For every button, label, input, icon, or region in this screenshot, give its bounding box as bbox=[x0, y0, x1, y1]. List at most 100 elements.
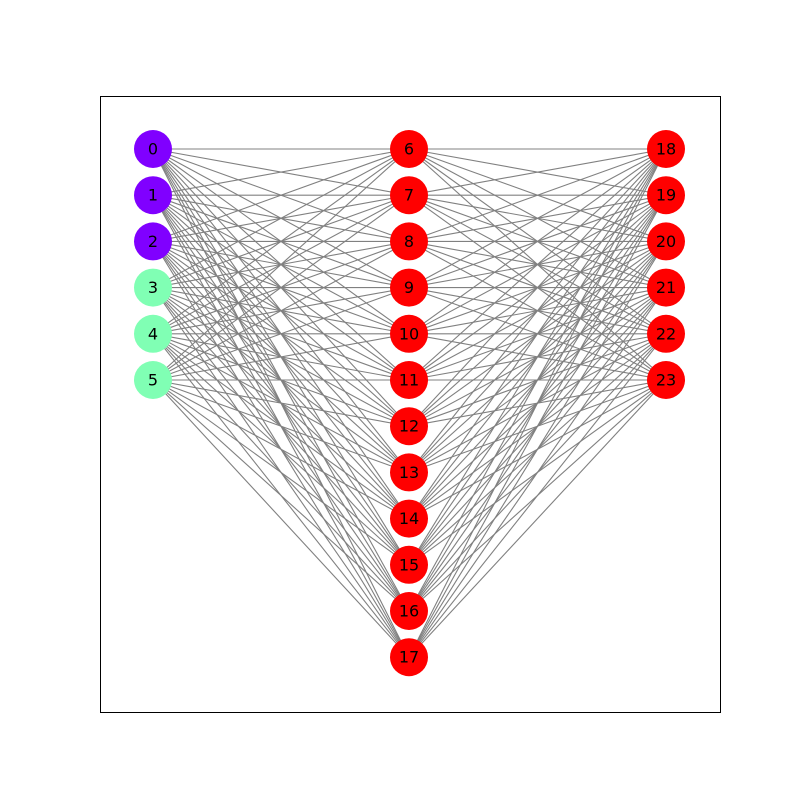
node-label: 1 bbox=[148, 186, 158, 205]
node-label: 21 bbox=[656, 278, 676, 297]
node-circle bbox=[390, 314, 428, 353]
node-12: 12 bbox=[390, 407, 428, 446]
node-label: 11 bbox=[399, 371, 419, 390]
node-circle bbox=[647, 314, 685, 353]
node-9: 9 bbox=[390, 268, 428, 307]
edge-15-18 bbox=[408, 148, 667, 566]
node-4: 4 bbox=[134, 314, 172, 353]
node-circle bbox=[390, 545, 428, 584]
node-22: 22 bbox=[647, 314, 685, 353]
edge-11-18 bbox=[408, 148, 667, 381]
node-label: 7 bbox=[404, 186, 414, 205]
edge-5-6 bbox=[152, 148, 410, 381]
edge-5-10 bbox=[152, 333, 410, 381]
edge-17-23 bbox=[408, 379, 667, 658]
edge-17-21 bbox=[408, 287, 667, 658]
node-13: 13 bbox=[390, 453, 428, 492]
node-11: 11 bbox=[390, 361, 428, 399]
node-5: 5 bbox=[134, 361, 172, 399]
edge-17-19 bbox=[408, 194, 667, 658]
edge-16-18 bbox=[408, 148, 667, 612]
edge-17-18 bbox=[408, 148, 667, 658]
node-label: 6 bbox=[404, 140, 414, 159]
node-label: 4 bbox=[148, 324, 158, 343]
node-19: 19 bbox=[647, 176, 685, 215]
node-circle bbox=[390, 453, 428, 492]
edge-5-8 bbox=[152, 240, 410, 381]
node-2: 2 bbox=[134, 222, 172, 261]
node-label: 19 bbox=[656, 186, 676, 205]
node-label: 20 bbox=[656, 232, 676, 251]
edge-5-17 bbox=[152, 379, 410, 658]
edge-4-6 bbox=[152, 148, 410, 335]
edge-10-18 bbox=[408, 148, 667, 335]
node-circle bbox=[647, 268, 685, 307]
edge-7-18 bbox=[408, 148, 667, 196]
node-circle bbox=[134, 130, 172, 168]
node-circle bbox=[390, 361, 428, 399]
node-18: 18 bbox=[647, 130, 685, 168]
node-circle bbox=[390, 407, 428, 446]
node-16: 16 bbox=[390, 592, 428, 630]
node-circle bbox=[134, 268, 172, 307]
edge-14-18 bbox=[408, 148, 667, 519]
node-label: 16 bbox=[399, 602, 419, 621]
edge-5-9 bbox=[152, 287, 410, 381]
node-label: 0 bbox=[148, 140, 158, 159]
node-6: 6 bbox=[390, 130, 428, 168]
node-23: 23 bbox=[647, 361, 685, 399]
edge-5-12 bbox=[152, 379, 410, 427]
edge-8-18 bbox=[408, 148, 667, 242]
edge-17-20 bbox=[408, 241, 667, 658]
node-0: 0 bbox=[134, 130, 172, 168]
edge-5-7 bbox=[152, 194, 410, 381]
node-circle bbox=[134, 176, 172, 215]
node-14: 14 bbox=[390, 499, 428, 538]
node-label: 17 bbox=[399, 648, 419, 667]
node-circle bbox=[390, 499, 428, 538]
node-3: 3 bbox=[134, 268, 172, 307]
node-circle bbox=[134, 314, 172, 353]
edge-2-6 bbox=[152, 148, 410, 242]
node-label: 10 bbox=[399, 324, 419, 343]
node-7: 7 bbox=[390, 176, 428, 215]
edge-13-18 bbox=[408, 148, 667, 473]
node-circle bbox=[390, 130, 428, 168]
node-label: 18 bbox=[656, 140, 676, 159]
node-label: 22 bbox=[656, 324, 676, 343]
node-circle bbox=[647, 130, 685, 168]
node-label: 2 bbox=[148, 232, 158, 251]
node-label: 5 bbox=[148, 371, 158, 390]
node-circle bbox=[134, 361, 172, 399]
node-label: 9 bbox=[404, 278, 414, 297]
node-circle bbox=[647, 361, 685, 399]
node-label: 8 bbox=[404, 232, 414, 251]
edge-1-6 bbox=[152, 148, 410, 196]
node-label: 12 bbox=[399, 417, 419, 436]
node-21: 21 bbox=[647, 268, 685, 307]
edge-5-14 bbox=[152, 379, 410, 520]
edge-5-15 bbox=[152, 379, 410, 566]
node-circle bbox=[390, 222, 428, 261]
edge-5-13 bbox=[152, 379, 410, 473]
node-17: 17 bbox=[390, 638, 428, 677]
edge-5-16 bbox=[152, 379, 410, 612]
node-circle bbox=[647, 176, 685, 215]
edge-12-18 bbox=[408, 148, 667, 427]
node-circle bbox=[390, 638, 428, 677]
node-20: 20 bbox=[647, 222, 685, 261]
node-circle bbox=[390, 268, 428, 307]
node-15: 15 bbox=[390, 545, 428, 584]
node-circle bbox=[390, 592, 428, 630]
node-label: 23 bbox=[656, 371, 676, 390]
edges bbox=[152, 148, 667, 658]
edge-9-18 bbox=[408, 148, 667, 289]
node-label: 13 bbox=[399, 463, 419, 482]
node-8: 8 bbox=[390, 222, 428, 261]
node-1: 1 bbox=[134, 176, 172, 215]
node-circle bbox=[134, 222, 172, 261]
edge-3-6 bbox=[152, 148, 410, 289]
node-circle bbox=[390, 176, 428, 215]
